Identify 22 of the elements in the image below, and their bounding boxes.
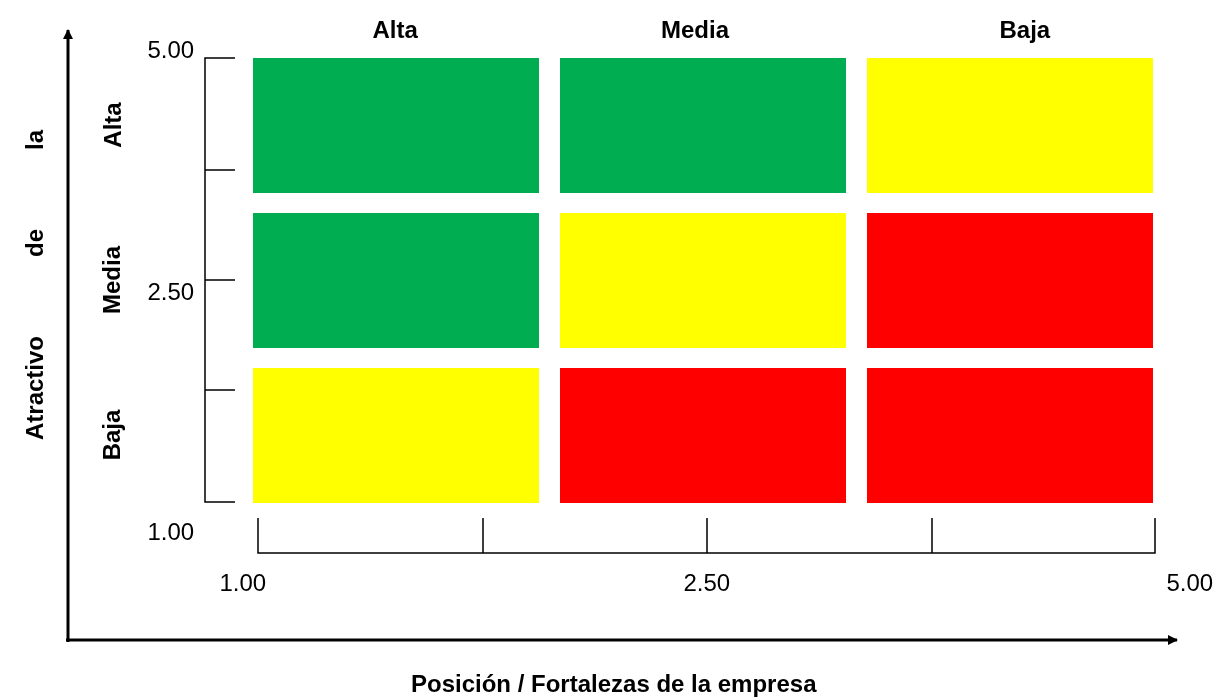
tick-label: 5.00 <box>147 38 195 62</box>
matrix-cell <box>560 368 846 503</box>
column-heading: Media <box>661 18 729 42</box>
column-heading: Alta <box>372 18 418 42</box>
matrix-cell <box>560 213 846 348</box>
tick-label: 2.50 <box>683 571 731 595</box>
row-heading: Media <box>100 246 124 314</box>
axis-title: Posición / Fortalezas de la empresa <box>411 672 817 696</box>
tick-label: 2.50 <box>147 280 195 304</box>
tick-label: 1.00 <box>147 520 195 544</box>
matrix-cell <box>253 368 539 503</box>
matrix-cell <box>867 213 1153 348</box>
tick-label: 1.00 <box>219 571 267 595</box>
matrix-cell <box>560 58 846 193</box>
tick-label: 5.00 <box>1166 571 1214 595</box>
row-heading: Alta <box>100 102 125 148</box>
matrix-cell <box>253 58 539 193</box>
matrix-cell <box>867 368 1153 503</box>
axis-title: Atractivo de la <box>23 130 47 440</box>
matrix-cell <box>253 213 539 348</box>
matrix-cell <box>867 58 1153 193</box>
row-heading: Baja <box>99 409 124 461</box>
